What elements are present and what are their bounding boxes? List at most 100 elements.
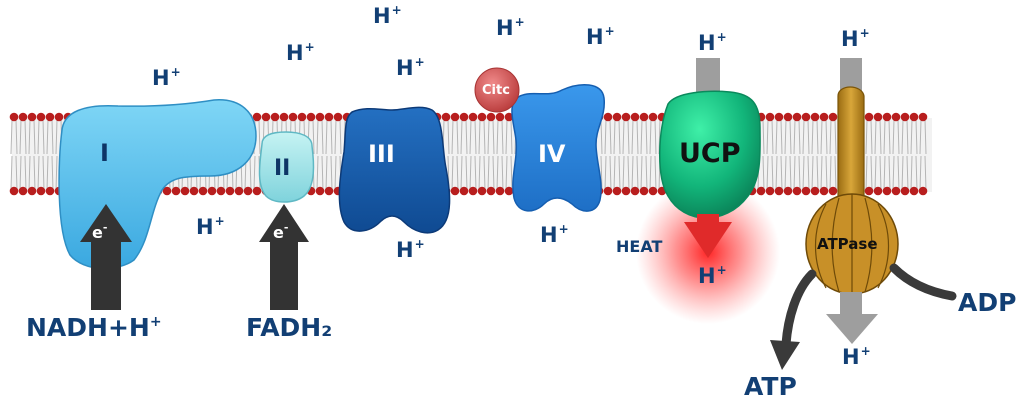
lipid-tail (870, 155, 873, 191)
lipid-tail (654, 155, 657, 191)
lipid-tail (793, 155, 796, 191)
lipid-head (864, 112, 874, 122)
nadh-electron-label: e- (92, 221, 108, 242)
lipid-head (459, 186, 469, 196)
lipid-tail (829, 119, 832, 155)
lipid-head (459, 112, 469, 122)
lipid-head (324, 112, 334, 122)
proton-label: H+ (396, 237, 425, 262)
lipid-head (909, 112, 919, 122)
lipid-head (504, 112, 514, 122)
lipid-tail (897, 155, 900, 191)
lipid-tail (330, 155, 333, 191)
lipid-tail (55, 119, 58, 155)
lipid-tail (645, 155, 648, 191)
lipid-head (468, 112, 478, 122)
lipid-tail (456, 155, 459, 191)
lipid-tail (609, 119, 612, 155)
lipid-head (288, 112, 298, 122)
lipid-tail (883, 119, 886, 155)
lipid-tail (19, 119, 22, 155)
lipid-tail (334, 119, 337, 155)
lipid-tail (51, 155, 54, 191)
lipid-tail (37, 119, 40, 155)
nadh-electron-arrow (80, 204, 132, 310)
proton-label: H+ (842, 344, 871, 369)
lipid-tail (888, 155, 891, 191)
lipid-head (495, 112, 505, 122)
lipid-head (639, 112, 649, 122)
lipid-head (621, 112, 631, 122)
lipid-tail (622, 119, 625, 155)
lipid-tail (780, 119, 783, 155)
lipid-head (486, 112, 496, 122)
atp-arrowhead (770, 340, 800, 370)
lipid-head (639, 186, 649, 196)
lipid-tail (622, 155, 625, 191)
lipid-head (45, 186, 55, 196)
lipid-head (216, 186, 226, 196)
lipid-tail (870, 119, 873, 155)
lipid-tail (46, 119, 49, 155)
lipid-tail (312, 119, 315, 155)
lipid-tail (496, 119, 499, 155)
lipid-head (9, 112, 19, 122)
lipid-head (828, 112, 838, 122)
lipid-tail (910, 119, 913, 155)
proton-label: H+ (698, 30, 727, 55)
lipid-head (603, 186, 613, 196)
lipid-head (270, 112, 280, 122)
lipid-tail (600, 119, 603, 155)
proton-label: H+ (152, 65, 181, 90)
lipid-tail (915, 155, 918, 191)
lipid-tail (33, 119, 36, 155)
lipid-head (648, 112, 658, 122)
lipid-head (612, 186, 622, 196)
lipid-tail (618, 155, 621, 191)
lipid-head (864, 186, 874, 196)
lipid-tail (766, 155, 769, 191)
proton-label: H+ (841, 26, 870, 51)
proton-label: H+ (373, 3, 402, 28)
lipid-tail (330, 119, 333, 155)
lipid-tail (478, 119, 481, 155)
lipid-tail (811, 119, 814, 155)
lipid-tail (802, 155, 805, 191)
lipid-tail (474, 155, 477, 191)
lipid-head (171, 186, 181, 196)
lipid-tail (879, 155, 882, 191)
lipid-tail (451, 119, 454, 155)
lipid-head (891, 112, 901, 122)
lipid-tail (901, 155, 904, 191)
complex-IV-shape (511, 84, 605, 212)
lipid-head (450, 112, 460, 122)
lipid-tail (465, 119, 468, 155)
proton-label: H+ (396, 55, 425, 80)
lipid-head (774, 112, 784, 122)
lipid-tail (604, 155, 607, 191)
complex-IV-label: IV (538, 140, 566, 168)
lipid-tail (325, 155, 328, 191)
lipid-tail (460, 119, 463, 155)
lipid-tail (501, 119, 504, 155)
lipid-head (477, 186, 487, 196)
lipid-tail (811, 155, 814, 191)
fadh2-electron-arrow (259, 204, 309, 310)
lipid-tail (456, 119, 459, 155)
complex-III-label: III (368, 140, 395, 168)
lipid-tail (33, 155, 36, 191)
lipid-tail (42, 155, 45, 191)
lipid-tail (771, 119, 774, 155)
lipid-head (603, 112, 613, 122)
lipid-head (468, 186, 478, 196)
lipid-tail (15, 155, 18, 191)
lipid-tail (892, 119, 895, 155)
lipid-tail (649, 155, 652, 191)
lipid-tail (505, 119, 508, 155)
lipid-head (621, 186, 631, 196)
lipid-tail (771, 155, 774, 191)
lipid-tail (874, 155, 877, 191)
proton-label: H+ (496, 15, 525, 40)
lipid-head (486, 186, 496, 196)
